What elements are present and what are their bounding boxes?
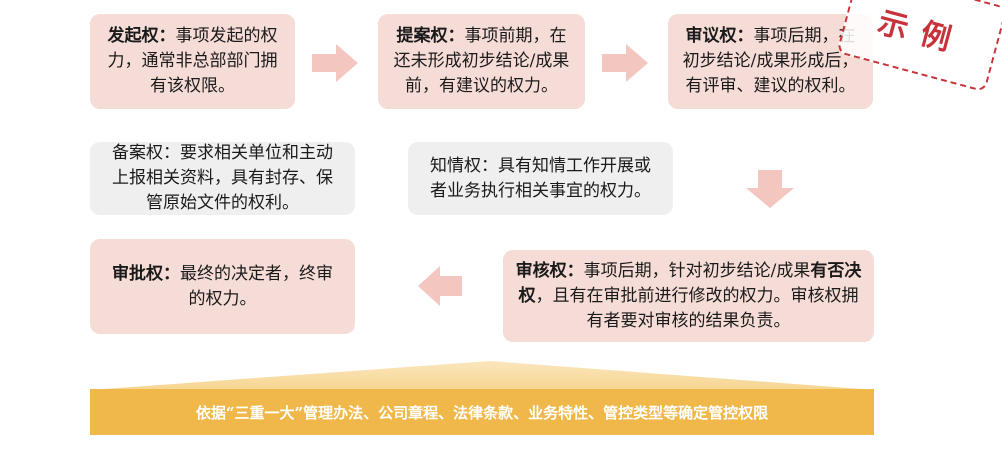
left-arrow-icon xyxy=(418,266,462,306)
inform-right-text: 知情权：具有知情工作开展或者业务执行相关事宜的权力。 xyxy=(430,155,651,201)
audit-right-box: 审核权：事项后期，针对初步结论/成果有否决权，且有在审批前进行修改的权力。审核权… xyxy=(503,250,874,342)
down-arrow-icon xyxy=(746,170,794,208)
audit-right-desc-2: ，且有在审批前进行修改的权力。审核权拥有者要对审核的结果负责。 xyxy=(535,285,859,331)
initiate-right-colon: ： xyxy=(158,26,176,46)
approve-right-colon: ： xyxy=(163,263,180,284)
review-right-text: 审议权：事项后期，在初步结论/成果形成后，有评审、建议的权利。 xyxy=(682,24,859,99)
propose-right-colon: ： xyxy=(447,26,465,46)
basis-banner-text: 依据“三重一大”管理办法、公司章程、法律条款、业务特性、管控类型等确定管控权限 xyxy=(195,403,769,422)
review-right-box: 审议权：事项后期，在初步结论/成果形成后，有评审、建议的权利。 xyxy=(668,14,873,109)
example-stamp-text: 示例 xyxy=(874,5,969,62)
initiate-right-title: 发起权 xyxy=(107,26,159,46)
approve-right-text: 审批权：最终的决定者，终审的权力。 xyxy=(104,262,341,312)
basis-banner: 依据“三重一大”管理办法、公司章程、法律条款、业务特性、管控类型等确定管控权限 xyxy=(90,389,874,435)
audit-right-colon: ： xyxy=(566,260,584,281)
right-arrow-icon xyxy=(602,44,648,82)
propose-right-title: 提案权 xyxy=(396,26,448,46)
record-right-box: 备案权：要求相关单位和主动上报相关资料，具有封存、保管原始文件的权利。 xyxy=(90,142,355,215)
audit-right-veto: 有否决权 xyxy=(518,260,862,306)
review-right-title: 审议权 xyxy=(685,26,737,46)
initiate-right-text: 发起权：事项发起的权力，通常非总部部门拥有该权限。 xyxy=(104,24,281,99)
approve-right-box: 审批权：最终的决定者，终审的权力。 xyxy=(90,239,355,334)
inform-right-box: 知情权：具有知情工作开展或者业务执行相关事宜的权力。 xyxy=(408,142,673,215)
propose-right-desc: 事项前期，在还未形成初步结论/成果前，有建议的权力。 xyxy=(393,26,570,96)
propose-right-box: 提案权：事项前期，在还未形成初步结论/成果前，有建议的权力。 xyxy=(378,14,585,109)
record-right-text: 备案权：要求相关单位和主动上报相关资料，具有封存、保管原始文件的权利。 xyxy=(112,143,333,213)
initiate-right-desc: 事项发起的权力，通常非总部部门拥有该权限。 xyxy=(107,26,278,96)
banner-triangle xyxy=(90,361,874,390)
audit-right-text: 审核权：事项后期，针对初步结论/成果有否决权，且有在审批前进行修改的权力。审核权… xyxy=(513,259,864,334)
review-right-colon: ： xyxy=(736,26,754,46)
audit-right-desc-1: 事项后期，针对初步结论/成果 xyxy=(583,260,811,281)
audit-right-title: 审核权 xyxy=(515,260,567,281)
propose-right-text: 提案权：事项前期，在还未形成初步结论/成果前，有建议的权力。 xyxy=(392,24,571,99)
right-arrow-icon xyxy=(312,44,358,82)
approve-right-desc: 最终的决定者，终审的权力。 xyxy=(180,263,333,309)
approve-right-title: 审批权 xyxy=(112,263,163,284)
review-right-desc: 事项后期，在初步结论/成果形成后，有评审、建议的权利。 xyxy=(682,26,859,96)
initiate-right-box: 发起权：事项发起的权力，通常非总部部门拥有该权限。 xyxy=(90,14,295,109)
